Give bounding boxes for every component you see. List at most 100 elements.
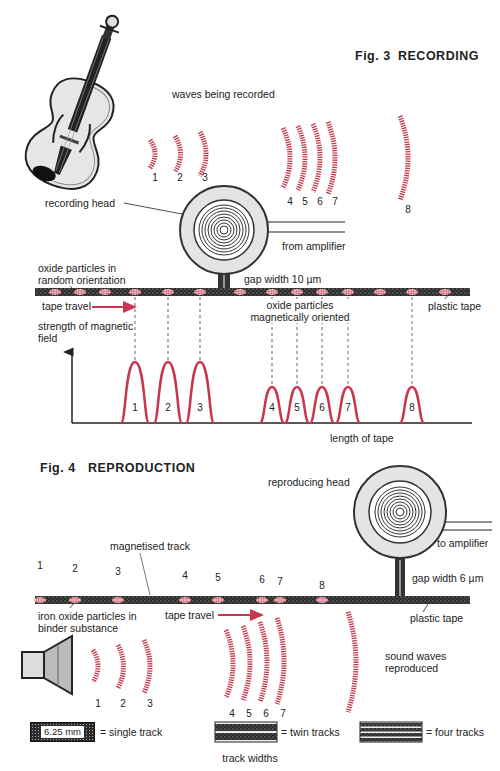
label: magnetised track xyxy=(110,540,190,552)
magnetised-spot xyxy=(316,597,328,603)
callout-number: 7 xyxy=(280,708,286,720)
label: oxide particles magnetically oriented xyxy=(242,299,358,323)
coil-winding xyxy=(396,508,404,516)
callout-number: 4 xyxy=(229,708,235,720)
coil-winding xyxy=(208,214,240,246)
dimension: 6.25 mm xyxy=(41,726,84,738)
label: = single track xyxy=(100,726,162,738)
oxide-spot xyxy=(162,289,174,295)
coil-winding xyxy=(390,502,410,522)
magnetised-spot xyxy=(274,597,286,603)
reproduced-waves xyxy=(93,612,356,712)
loudspeaker xyxy=(22,636,72,694)
callout-number: 7 xyxy=(345,402,351,414)
callout-number: 8 xyxy=(319,580,325,592)
callout-number: 6 xyxy=(259,574,265,586)
coil-winding xyxy=(220,226,228,234)
oxide-spot xyxy=(49,289,61,295)
callout-number: 6 xyxy=(317,196,323,208)
oxide-spot xyxy=(266,289,278,295)
label: track widths xyxy=(222,752,277,764)
coil-winding xyxy=(205,211,243,249)
callout-number: 5 xyxy=(294,402,300,414)
label: iron oxide particles in binder substance xyxy=(38,610,150,634)
callout-number: 7 xyxy=(332,196,338,208)
callout-number: 2 xyxy=(72,563,78,575)
label: to amplifier xyxy=(437,537,488,549)
coil-winding xyxy=(384,496,416,528)
wave-front xyxy=(93,650,98,682)
callout-number: 5 xyxy=(302,196,308,208)
label: plastic tape xyxy=(428,300,481,312)
oxide-spot xyxy=(291,289,303,295)
field-peak xyxy=(336,387,360,423)
field-graph xyxy=(72,352,472,423)
callout-number: 1 xyxy=(152,172,158,184)
label: = four tracks xyxy=(426,726,484,738)
oxide-spot xyxy=(194,289,206,295)
callout-number: 8 xyxy=(409,402,415,414)
label: REPRODUCTION xyxy=(88,462,195,474)
wave-front xyxy=(298,126,305,190)
callout-number: 5 xyxy=(246,708,252,720)
coil-winding xyxy=(375,487,425,537)
callout-number: 2 xyxy=(120,698,126,710)
callout-number: 3 xyxy=(202,172,208,184)
recorded-waves xyxy=(150,116,408,200)
callout-number: 8 xyxy=(405,204,411,216)
field-peak xyxy=(260,387,284,423)
oxide-spot xyxy=(316,289,328,295)
wave-front xyxy=(226,630,233,698)
oxide-spot xyxy=(74,289,86,295)
label: = twin tracks xyxy=(281,726,340,738)
label: Fig. 4 xyxy=(40,462,76,474)
magnetised-spot xyxy=(69,597,81,603)
coil-winding xyxy=(211,217,237,243)
recording-head xyxy=(124,186,345,288)
oxide-spot xyxy=(342,289,354,295)
single-track-sample: 6.25 mm xyxy=(30,722,95,742)
label: strength of magnetic field xyxy=(38,320,138,344)
magnetised-spot xyxy=(112,597,124,603)
tape-reproduction xyxy=(34,553,470,615)
wave-front xyxy=(283,128,290,188)
label: RECORDING xyxy=(398,50,479,62)
wave-front xyxy=(243,626,250,700)
label: from amplifier xyxy=(282,240,346,252)
wave-front xyxy=(200,132,206,176)
label: length of tape xyxy=(330,432,394,444)
callout-number: 1 xyxy=(37,560,43,572)
callout-number: 6 xyxy=(319,402,325,414)
coil-winding xyxy=(199,205,249,255)
violin xyxy=(18,3,149,197)
coil-winding xyxy=(214,220,234,240)
field-peak xyxy=(285,387,309,423)
label: sound waves reproduced xyxy=(385,650,465,674)
callout-number: 2 xyxy=(165,402,171,414)
oxide-spot xyxy=(439,289,451,295)
coil-winding xyxy=(381,493,419,531)
wave-front xyxy=(348,612,356,712)
label: reproducing head xyxy=(268,476,350,488)
callout-number: 3 xyxy=(115,566,121,578)
callout-number: 6 xyxy=(263,708,269,720)
callout-number: 3 xyxy=(197,402,203,414)
coil-winding xyxy=(378,490,422,534)
wave-front xyxy=(175,136,181,172)
callout-number: 7 xyxy=(277,576,283,588)
magnetised-spot xyxy=(179,597,191,603)
field-peak xyxy=(121,362,149,423)
callout-number: 3 xyxy=(147,698,153,710)
label: tape travel xyxy=(165,609,214,621)
reproducing-head xyxy=(354,466,492,596)
magnetised-spot xyxy=(256,597,268,603)
coil-winding xyxy=(202,208,246,252)
coil-winding xyxy=(387,499,413,525)
projection-line xyxy=(168,297,169,360)
projection-line xyxy=(412,297,413,385)
wave-front xyxy=(277,618,284,704)
projection-line xyxy=(135,297,136,360)
label: recording head xyxy=(45,197,115,209)
label: tape travel xyxy=(42,300,91,312)
label: oxide particles in random orientation xyxy=(38,262,138,286)
